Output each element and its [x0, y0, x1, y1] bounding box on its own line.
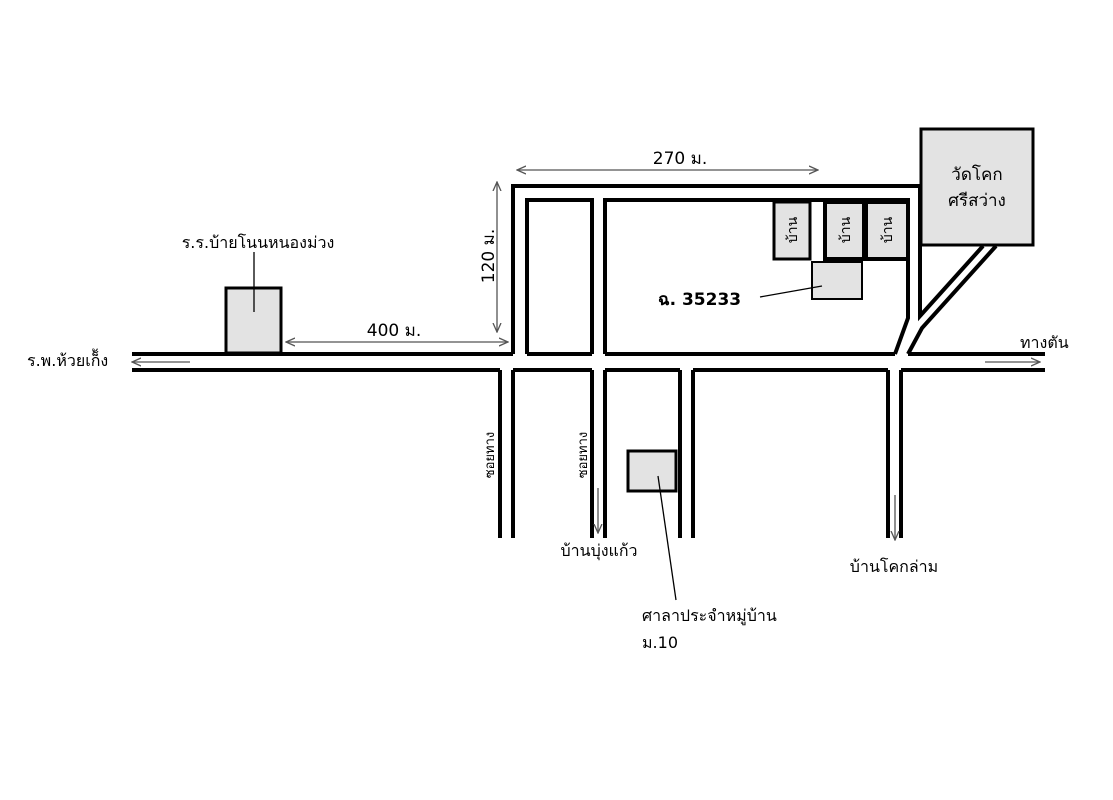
temple-building [919, 127, 1035, 247]
distance-120-label: 120 ม. [479, 229, 499, 283]
house-2 [823, 200, 866, 261]
dimension-arrows [132, 170, 1040, 540]
hospital-label: ร.พ.ห้วยเก็้ง [27, 348, 108, 370]
soi-1-label: ซอยทาง [483, 432, 498, 478]
school-label: ร.ร.บ้ายโนนหนองม่วง [182, 233, 335, 252]
road-network [132, 184, 1045, 538]
house-3 [864, 200, 910, 261]
code-leader-line [759, 285, 823, 298]
sala-label-line2: ม.10 [642, 633, 678, 652]
to-town-label: ทางตัน [1020, 333, 1069, 352]
house-3-label: บ้าน [880, 216, 896, 243]
road-left-loop [511, 184, 920, 354]
ban-bung-kaeo-label: บ้านบุ่งแก้ว [560, 541, 637, 561]
sala-label-line1: ศาลาประจำหมู่บ้าน [642, 606, 777, 626]
house-1-label: บ้าน [785, 216, 801, 243]
temple-label-line2: ศรีสว่าง [948, 191, 1006, 211]
target-code-label: ฉ. 35233 [658, 290, 741, 310]
soi-2-label: ซอยทาง [576, 432, 591, 478]
ban-khok-lam-label: บ้านโคกล่าม [850, 557, 938, 576]
temple-label-line1: วัดโคก [951, 164, 1002, 185]
road-left-loop-inner [525, 198, 594, 354]
distance-270-label: 270 ม. [653, 149, 707, 169]
target-building [811, 261, 863, 300]
house-1 [772, 200, 812, 261]
house-2-label: บ้าน [838, 216, 854, 243]
sala-leader-line [657, 475, 677, 601]
road-temple-connector-2 [906, 244, 998, 355]
sala-building [626, 449, 678, 493]
distance-400-label: 400 ม. [367, 321, 421, 341]
